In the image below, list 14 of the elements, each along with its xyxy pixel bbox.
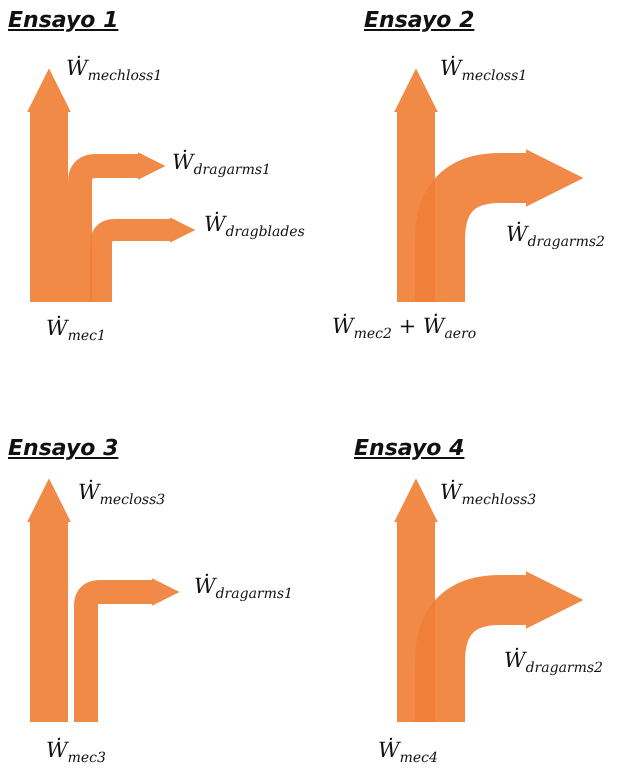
panel-title: Ensayo 1 xyxy=(8,8,118,33)
flow-arrow xyxy=(394,68,438,302)
flow-arrow xyxy=(74,578,180,722)
flow-arrow xyxy=(68,152,166,302)
panel-title: Ensayo 3 xyxy=(8,436,118,461)
flow-arrow xyxy=(27,478,71,722)
flow-arrow xyxy=(415,571,584,722)
flow-arrow xyxy=(27,68,71,302)
flow-arrow xyxy=(415,149,584,302)
flow-arrow xyxy=(394,478,438,722)
flow-arrow xyxy=(90,217,196,302)
formula-label: Ẇ$_{mec}$$_{2}$ + Ẇ$_{aero}$ xyxy=(332,314,476,343)
panel-title: Ensayo 4 xyxy=(354,436,464,461)
panel-title: Ensayo 2 xyxy=(364,8,474,33)
